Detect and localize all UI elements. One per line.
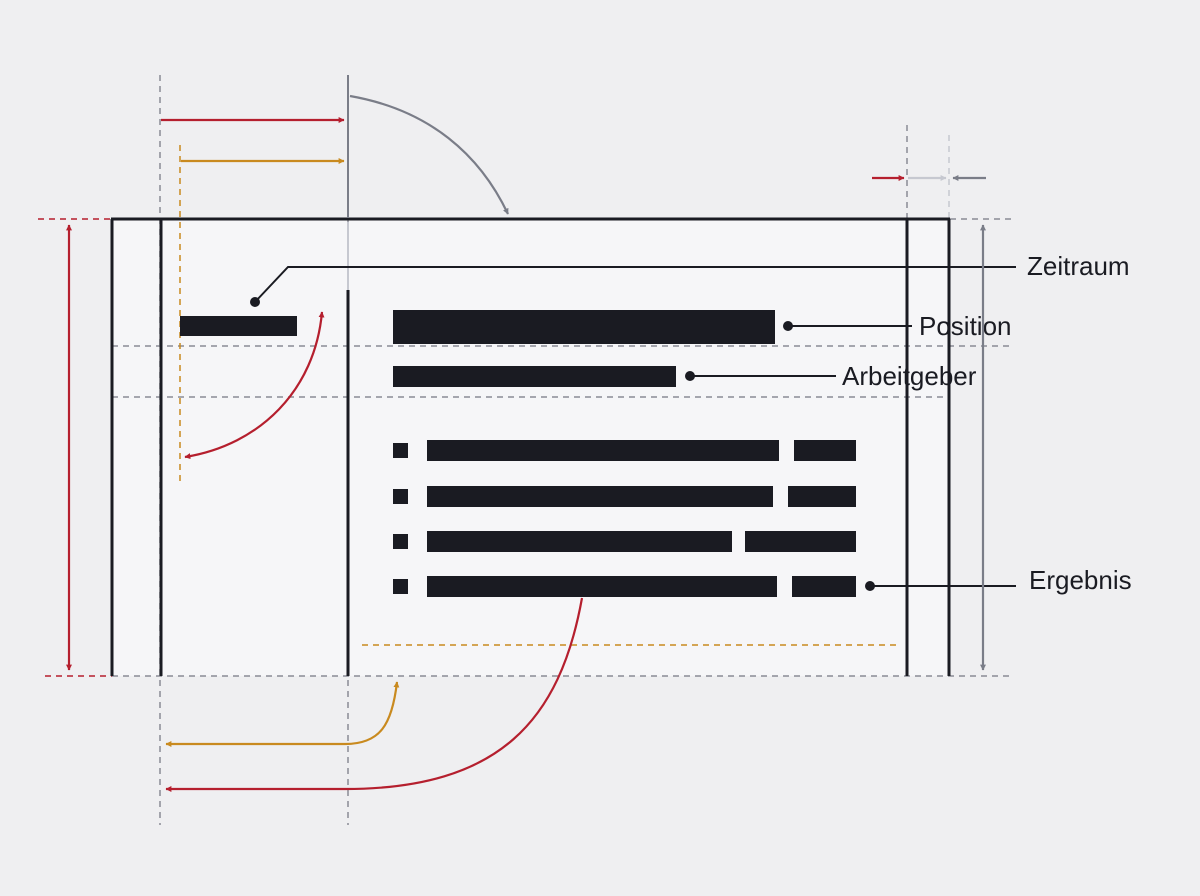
bullet-result-bar: [788, 486, 856, 507]
label-zeitraum: Zeitraum: [1027, 251, 1130, 281]
zeitraum-block: [180, 316, 297, 336]
bottom-red-curve-arrow: [165, 597, 584, 792]
bullet-text-bar: [427, 531, 732, 552]
bullet-text-bar: [427, 486, 773, 507]
zeitraum-leader: [254, 266, 1016, 303]
zeitraum-curve-arrow: [184, 311, 325, 460]
label-ergebnis: Ergebnis: [1029, 565, 1132, 595]
ergebnis-dot: [865, 581, 875, 591]
arbeitgeber-dot: [685, 371, 695, 381]
position-block: [393, 310, 775, 344]
card-frame: [110, 217, 951, 676]
leader-dots: [250, 297, 875, 591]
arrows: [66, 94, 986, 792]
zeitraum-dot: [250, 297, 260, 307]
bottom-orange-arrow: [165, 681, 400, 747]
bullet-square: [393, 534, 408, 549]
bullet-text-bar: [427, 576, 777, 597]
leader-lines: [254, 266, 1016, 587]
bullet-square: [393, 443, 408, 458]
bullet-square: [393, 489, 408, 504]
bullet-result-bar: [745, 531, 856, 552]
bullet-result-bar: [794, 440, 856, 461]
bullet-result-bar: [792, 576, 856, 597]
arbeitgeber-block: [393, 366, 676, 387]
label-arbeitgeber: Arbeitgeber: [842, 361, 977, 391]
label-position: Position: [919, 311, 1012, 341]
bullet-text-bar: [427, 440, 779, 461]
column-curve-arrow: [349, 94, 509, 215]
position-dot: [783, 321, 793, 331]
bullet-square: [393, 579, 408, 594]
content-blocks: [180, 310, 856, 597]
